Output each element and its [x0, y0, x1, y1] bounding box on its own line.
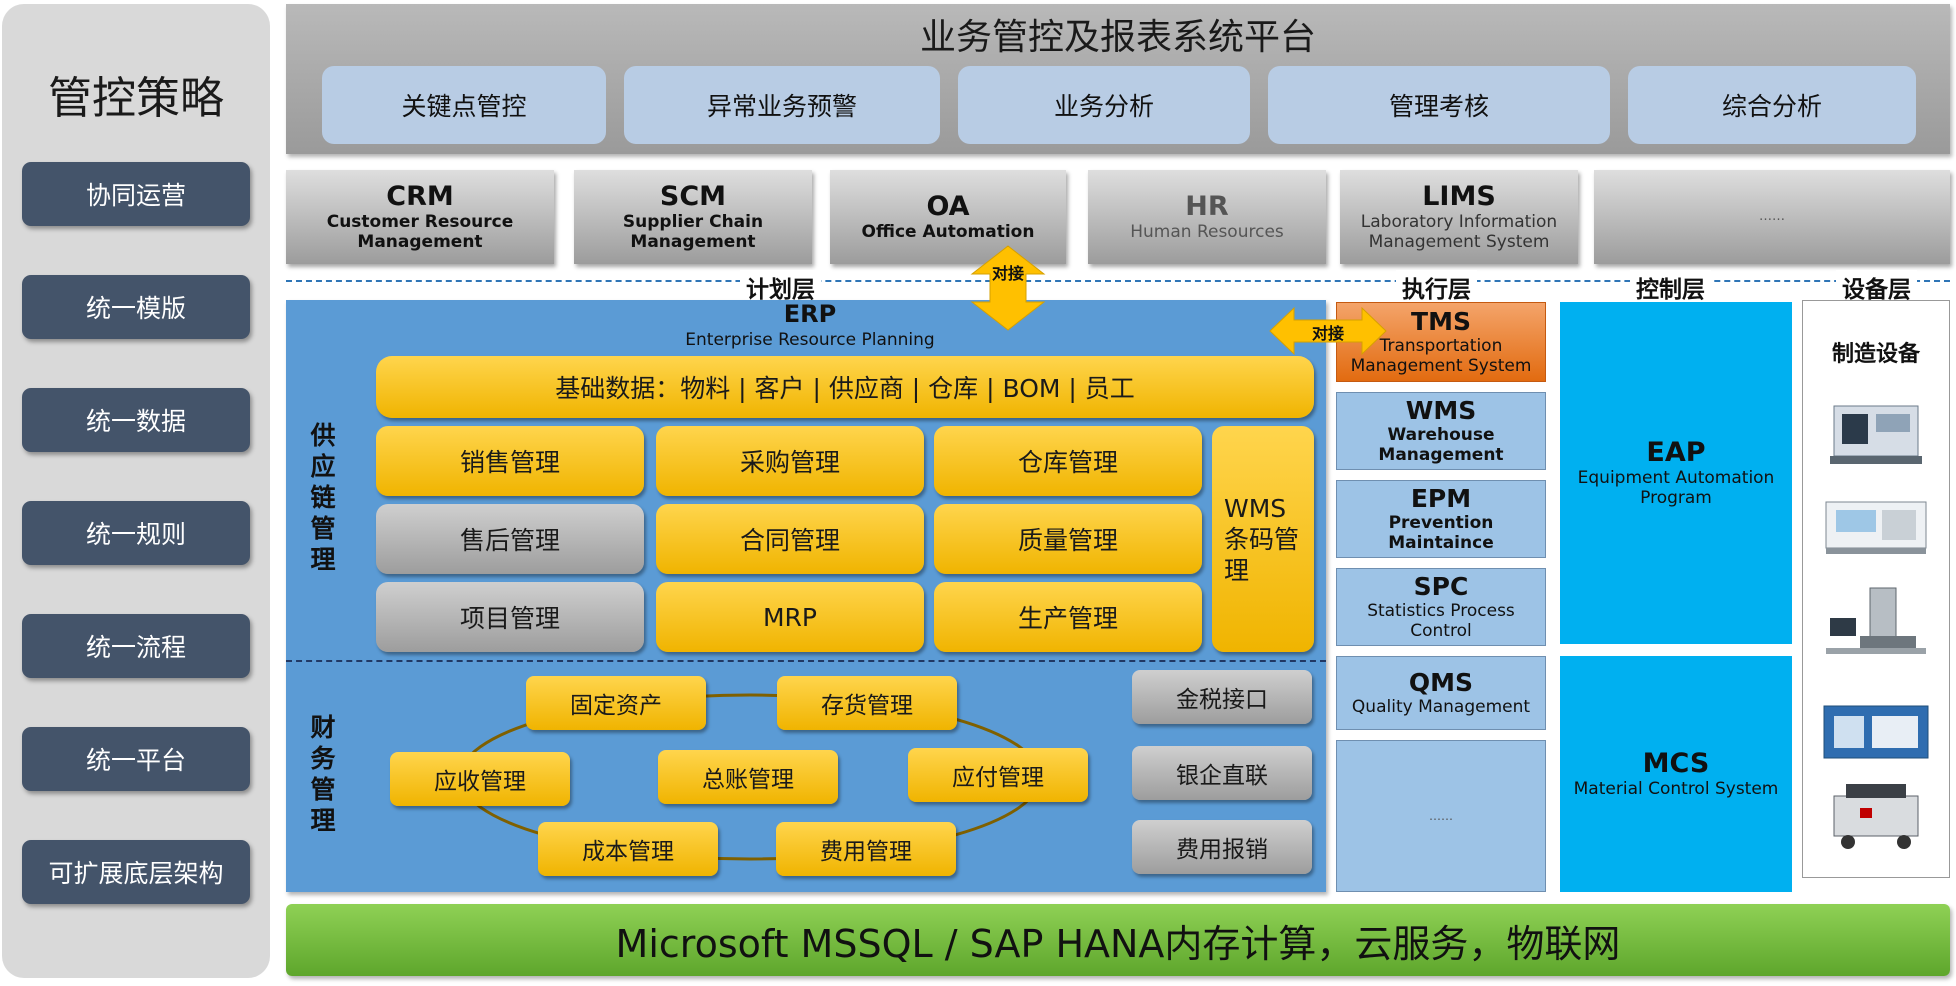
platform-item: 异常业务预警	[624, 66, 940, 144]
control-mcs: MCS Material Control System	[1560, 656, 1792, 892]
exec-full-name: Warehouse Management	[1378, 425, 1504, 465]
exec-spc: SPC Statistics Process Control	[1336, 568, 1546, 646]
exec-more-ellipsis: ……	[1429, 809, 1453, 823]
exec-full-name: Statistics Process Control	[1367, 601, 1515, 641]
system-abbr: CRM	[386, 181, 454, 212]
strategy-item: 统一数据	[22, 388, 250, 452]
supply-chain-label: 供应链管理	[310, 421, 336, 574]
exec-abbr: WMS	[1405, 396, 1477, 425]
system-crm: CRM Customer Resource Management	[286, 170, 554, 264]
platform-item: 管理考核	[1268, 66, 1610, 144]
system-full-name: Supplier Chain Management	[622, 212, 764, 252]
machine-3-icon	[1826, 587, 1926, 654]
system-abbr: OA	[926, 191, 970, 222]
exec-abbr: TMS	[1411, 307, 1471, 336]
equipment-images	[1823, 405, 1929, 849]
platform-item: 业务分析	[958, 66, 1250, 144]
control-full-name: Equipment Automation Program	[1577, 468, 1775, 508]
strategy-panel	[2, 4, 270, 978]
equipment-title: 制造设备	[1831, 342, 1920, 367]
exec-abbr: EPM	[1410, 484, 1472, 513]
strategy-item: 统一流程	[22, 614, 250, 678]
strategy-item: 统一平台	[22, 727, 250, 791]
module-quality: 质量管理	[934, 504, 1202, 574]
strategy-item: 可扩展底层架构	[22, 840, 250, 904]
control-abbr: EAP	[1646, 437, 1706, 468]
connector-horizontal-arrow	[1269, 306, 1387, 356]
layer-divider	[286, 280, 1950, 282]
system-more: ……	[1594, 170, 1950, 264]
connector-horizontal-label: 对接	[1311, 324, 1344, 343]
system-scm: SCM Supplier Chain Management	[574, 170, 812, 264]
system-more-ellipsis: ……	[1759, 209, 1785, 224]
module-mrp: MRP	[656, 582, 924, 652]
machine-2-icon	[1825, 501, 1927, 554]
layer-label-exec: 执行层	[1396, 270, 1477, 304]
system-full-name: Human Resources	[1130, 222, 1284, 242]
module-project: 项目管理	[376, 582, 644, 652]
erp-section-divider	[286, 660, 1326, 662]
platform-item: 关键点管控	[322, 66, 606, 144]
finance-expense: 费用管理	[776, 822, 956, 876]
finance-inventory: 存货管理	[777, 676, 957, 730]
layer-label-plan: 计划层	[740, 270, 821, 304]
exec-qms: QMS Quality Management	[1336, 656, 1546, 730]
base-data-bar: 基础数据：物料 | 客户 | 供应商 | 仓库 | BOM | 员工	[376, 356, 1314, 418]
control-abbr: MCS	[1642, 748, 1710, 779]
module-sales: 销售管理	[376, 426, 644, 496]
exec-wms: WMS Warehouse Management	[1336, 392, 1546, 470]
module-wms-barcode: WMS条码管理	[1212, 426, 1314, 652]
exec-epm: EPM Prevention Maintaince	[1336, 480, 1546, 558]
layer-label-control: 控制层	[1630, 270, 1711, 304]
connector-vertical-label: 对接	[991, 264, 1024, 283]
platform-title: 业务管控及报表系统平台	[919, 17, 1316, 58]
system-hr: HR Human Resources	[1088, 170, 1326, 264]
finance-cost: 成本管理	[538, 822, 718, 876]
machine-1-icon	[1830, 405, 1922, 464]
module-purchase: 采购管理	[656, 426, 924, 496]
exec-full-name: Quality Management	[1351, 697, 1531, 717]
system-full-name: Office Automation	[861, 222, 1035, 242]
finance-payable: 应付管理	[908, 748, 1088, 802]
finance-label: 财务管理	[310, 713, 336, 835]
finance-receivable: 应收管理	[390, 752, 570, 806]
module-after-sales: 售后管理	[376, 504, 644, 574]
machine-5-icon	[1833, 784, 1919, 849]
exec-full-name: Prevention Maintaince	[1388, 513, 1494, 553]
finance-reimbursement: 费用报销	[1132, 820, 1312, 874]
machine-4-icon	[1823, 705, 1929, 759]
connector-vertical-arrow	[970, 245, 1046, 331]
exec-more: ……	[1336, 740, 1546, 892]
strategy-item: 统一规则	[22, 501, 250, 565]
system-abbr: SCM	[659, 181, 727, 212]
control-eap: EAP Equipment Automation Program	[1560, 302, 1792, 644]
finance-bank-link: 银企直联	[1132, 746, 1312, 800]
erp-title: ERP	[783, 300, 837, 328]
exec-abbr: SPC	[1413, 572, 1469, 601]
exec-abbr: QMS	[1408, 668, 1474, 697]
system-abbr: HR	[1185, 191, 1229, 222]
strategy-title: 管控策略	[48, 73, 224, 124]
module-contract: 合同管理	[656, 504, 924, 574]
exec-full-name: Transportation Management System	[1350, 336, 1532, 376]
module-warehouse: 仓库管理	[934, 426, 1202, 496]
control-full-name: Material Control System	[1573, 779, 1779, 799]
strategy-item: 统一模版	[22, 275, 250, 339]
finance-fixed-assets: 固定资产	[526, 676, 706, 730]
finance-golden-tax: 金税接口	[1132, 670, 1312, 724]
system-abbr: LIMS	[1422, 181, 1496, 212]
finance-general-ledger: 总账管理	[658, 750, 838, 804]
erp-subtitle: Enterprise Resource Planning	[685, 330, 935, 350]
layer-label-device: 设备层	[1836, 270, 1917, 304]
system-full-name: Customer Resource Management	[326, 212, 514, 252]
system-oa: OA Office Automation	[830, 170, 1066, 264]
platform-item: 综合分析	[1628, 66, 1916, 144]
module-production: 生产管理	[934, 582, 1202, 652]
infrastructure-bar: Microsoft MSSQL / SAP HANA内存计算，云服务，物联网	[286, 904, 1950, 976]
strategy-item: 协同运营	[22, 162, 250, 226]
system-lims: LIMS Laboratory Information Management S…	[1340, 170, 1578, 264]
system-full-name: Laboratory Information Management System	[1360, 212, 1558, 252]
